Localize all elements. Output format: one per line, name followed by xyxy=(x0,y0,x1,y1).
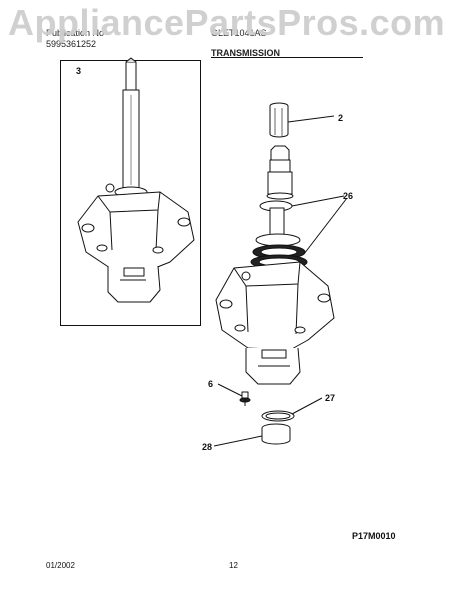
transmission-housing xyxy=(215,261,335,385)
section-title: TRANSMISSION xyxy=(211,48,281,58)
assembled-transmission xyxy=(77,57,195,303)
callout-6: 6 xyxy=(208,379,214,389)
callout-28: 28 xyxy=(202,442,213,452)
leader-lines xyxy=(213,115,348,447)
inset-panel-number: 3 xyxy=(76,66,82,76)
seal-part-26 xyxy=(250,200,308,270)
agitator-shaft xyxy=(266,145,294,200)
bearing-part-28 xyxy=(261,423,291,445)
spline-coupling-part-2 xyxy=(269,102,289,138)
callout-2: 2 xyxy=(338,113,344,123)
figure-code: P17M0010 xyxy=(352,531,396,541)
callout-27: 27 xyxy=(325,393,336,403)
screw-part-6 xyxy=(239,391,251,406)
page-number: 12 xyxy=(229,561,238,570)
publication-label: Publication No xyxy=(46,28,105,38)
footer-date: 01/2002 xyxy=(46,561,75,570)
callout-26: 26 xyxy=(343,191,354,201)
publication-number: 5995361252 xyxy=(46,39,97,49)
ring-part-27 xyxy=(261,410,295,422)
section-rule xyxy=(211,57,363,58)
model-number: GLET1041AS xyxy=(211,28,267,38)
